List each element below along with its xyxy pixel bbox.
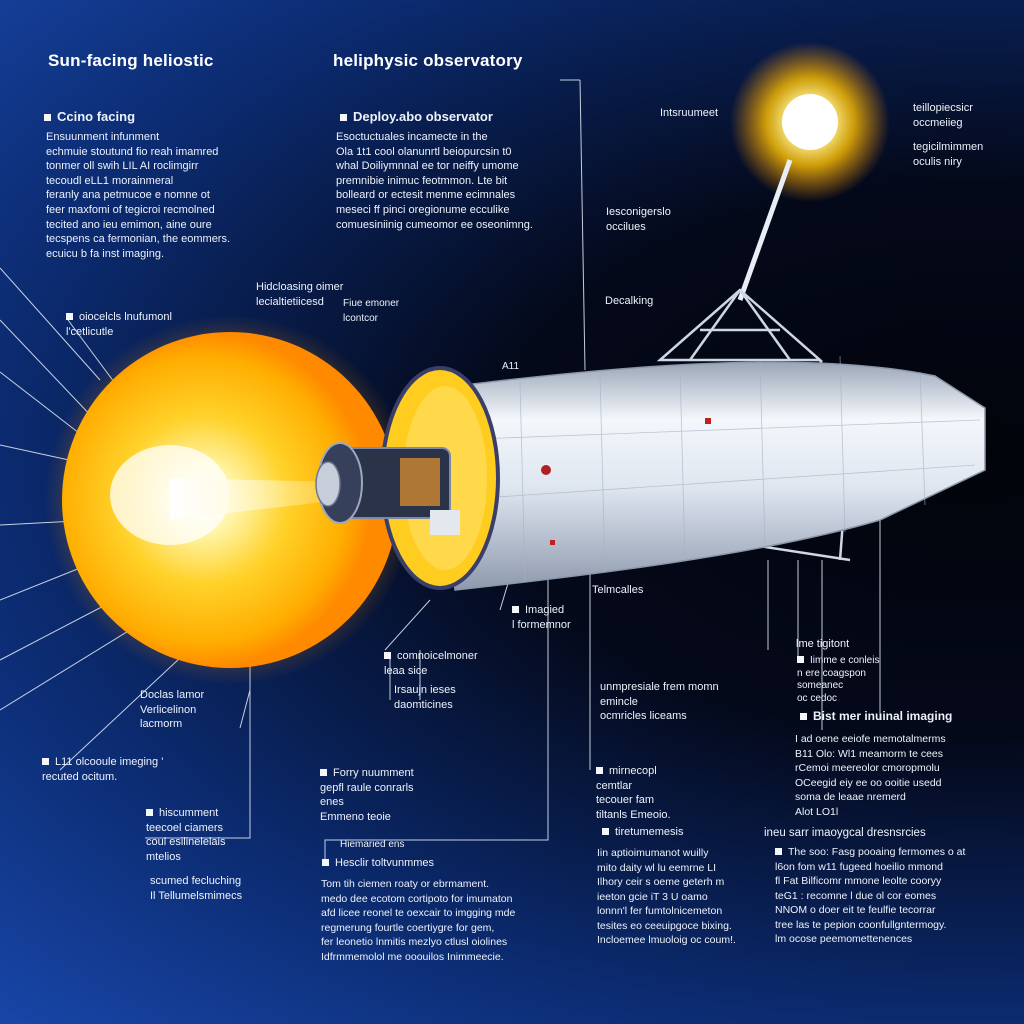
callout-ies-occlues: Iesconigerslo occilues — [606, 206, 671, 233]
telescope-boom — [737, 159, 793, 301]
callout-bist-body: I ad oene eeiofe memotalmerms B11 Olo: W… — [795, 733, 946, 818]
callout-hid-extra: Fiue emoner lcontcor — [343, 298, 400, 324]
left-panel-title: Ccino facing — [44, 109, 135, 125]
callout-hiscomn: hiscumment teecoel ciamers coul esilinel… — [146, 807, 226, 863]
callout-ime-tigitors: lme tigitont — [796, 638, 850, 650]
callout-instrument-top: Intsruumeet — [660, 107, 719, 119]
callout-hid-cloasing: Hidcloasing oimer lecialtietiicesd — [256, 281, 344, 308]
callout-comnoicel-sub: Irsaujn ieses daomticines — [394, 684, 456, 711]
heading-left: Sun-facing heliostic — [48, 51, 214, 70]
callout-tr-top-2: tegicilmimmen oculis niry — [913, 141, 984, 168]
callout-hesclir: Hesclir toltvunmmes — [322, 856, 434, 871]
callout-unmpresi: unmpresiale frem momn emincle ocmricles … — [600, 681, 719, 722]
callout-tiretumen: tiretumemesis — [602, 825, 683, 840]
callout-bist: Bist mer inuinal imaging — [800, 709, 952, 724]
callout-doclas: Doclas lamor Verlicelinon lacmorm — [140, 689, 205, 730]
callout-tiretumen-body: Iin aptioimumanot wuilly mito daity wl l… — [597, 847, 736, 946]
heading-center: heliphysic observatory — [333, 51, 523, 70]
left-panel-body: Ensuunment infunment echmuie stoutund fi… — [46, 131, 231, 260]
callout-mirnecopi: mirnecopl cemtlar tecouer fam tiltanls E… — [596, 765, 671, 821]
light-beam — [170, 478, 340, 520]
callout-ineu-body: The soo: Fasg pooaing fermomes o at l6on… — [775, 845, 1015, 947]
callout-hesclir-body: Tom tih ciemen roaty or ebrmament. medo … — [321, 878, 516, 963]
callout-imagled: Imagied l formemnor — [512, 604, 571, 631]
callout-tr-top-1: teillopiecsicr occmeiieg — [913, 102, 973, 129]
center-panel-title: Deploy.abo observator — [340, 109, 493, 125]
callout-ime-body: Iimme e conleis n ere coagspon someanec … — [797, 655, 880, 704]
callout-hiemed: Hiemaried ens — [340, 839, 405, 850]
callout-forry: Forry nuumment gepfl raule conrarls enes… — [320, 767, 414, 823]
center-panel-body: Esoctuctuales incamecte in the Ola 1t1 c… — [336, 131, 533, 231]
callout-scuned: scumed fecluching Il Tellumelsmimecs — [150, 875, 243, 902]
callout-telmcalles: Telmcalles — [592, 584, 644, 596]
callout-a11: A11 — [502, 361, 520, 372]
callout-comnoicel: comnoicelmoner leaa sice — [384, 650, 478, 677]
callout-ineu: ineu sarr imaoygcal dresnsrcies — [764, 827, 926, 839]
callout-ojlo: oiocelcls lnufumonl l'cetlicutle — [66, 310, 216, 339]
spacecraft-hull — [439, 361, 986, 591]
callout-decalking: Decalking — [605, 295, 654, 307]
callout-li-occ: L11 olcooule imeging ' recuted ocitum. — [42, 756, 164, 783]
instrument-module — [315, 442, 460, 535]
